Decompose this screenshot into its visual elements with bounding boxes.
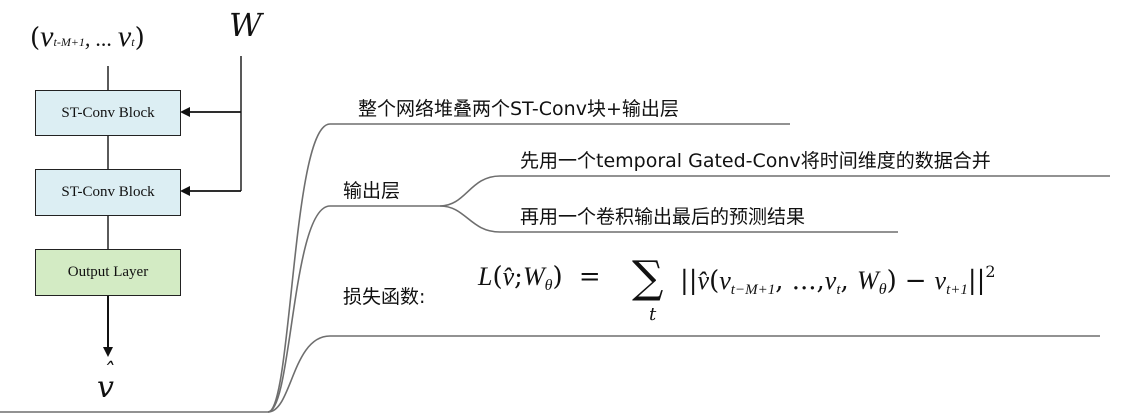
formula-dots: ..., bbox=[791, 266, 825, 296]
mindmap-branch-3-curve bbox=[267, 335, 1100, 413]
formula-sub-c: t+1 bbox=[946, 282, 968, 298]
mindmap-branch-2-label: 输出层 bbox=[343, 180, 401, 202]
formula-sum: ∑ bbox=[632, 252, 664, 303]
input-ellipsis: , ... bbox=[84, 26, 118, 51]
formula-v-c: v bbox=[934, 266, 947, 295]
input-v-first: v bbox=[40, 20, 54, 53]
st-conv-block-1: ST-Conv Block bbox=[35, 90, 181, 136]
formula-exponent: 2 bbox=[985, 262, 996, 281]
input-v-last: v bbox=[117, 20, 132, 53]
formula-paren-close-2: ) bbox=[886, 266, 897, 296]
formula-W-2: W bbox=[857, 266, 879, 295]
formula-paren-open: ( bbox=[492, 262, 503, 292]
input-open-paren: ( bbox=[30, 23, 41, 53]
formula-norm-close: || bbox=[967, 266, 986, 296]
formula-minus: − bbox=[904, 266, 927, 296]
formula-theta-sub-2: θ bbox=[878, 281, 887, 298]
loss-formula-rhs: ||v̂(vt−M+1, ...,vt, Wθ)−vt+1||2 bbox=[680, 262, 996, 299]
input-close-paren: ) bbox=[134, 23, 145, 53]
formula-paren-open-2: ( bbox=[709, 266, 720, 296]
formula-theta-sub: θ bbox=[544, 277, 553, 294]
st-conv-block-2: ST-Conv Block bbox=[35, 169, 181, 216]
output-hat: ˆ bbox=[103, 360, 114, 385]
formula-sub-a: t−M+1 bbox=[730, 282, 776, 298]
loss-formula: L(v̂;Wθ) = bbox=[478, 262, 609, 295]
formula-v-a: v bbox=[719, 266, 731, 295]
mindmap-branch-3-label: 损失函数: bbox=[343, 286, 426, 308]
formula-v-b: v bbox=[824, 266, 837, 295]
output-layer-block: Output Layer bbox=[35, 249, 181, 296]
mindmap-branch-2b-label: 再用一个卷积输出最后的预测结果 bbox=[520, 206, 806, 228]
formula-norm-open: || bbox=[680, 266, 698, 296]
formula-equals: = bbox=[578, 262, 601, 292]
input-label: (vt-M+1, ... vt) bbox=[30, 20, 145, 54]
formula-semicolon: ; bbox=[514, 262, 523, 292]
output-v-hat: v bbox=[97, 370, 114, 405]
input-subscript-first: t-M+1 bbox=[53, 35, 85, 49]
formula-vhat-2: v̂ bbox=[697, 266, 710, 295]
formula-W: W bbox=[522, 262, 545, 291]
mindmap-branch-2a-curve bbox=[439, 175, 1110, 207]
formula-paren-close: ) bbox=[552, 262, 563, 292]
mindmap-branch-2a-label: 先用一个temporal Gated-Conv将时间维度的数据合并 bbox=[520, 150, 991, 172]
mindmap-branch-1-curve bbox=[267, 123, 790, 413]
formula-vhat: v̂ bbox=[502, 262, 515, 291]
formula-comma-b: , bbox=[840, 266, 858, 296]
input-subscript-last: t bbox=[131, 35, 135, 49]
formula-comma-a: , bbox=[775, 266, 792, 296]
mindmap-branch-1-label: 整个网络堆叠两个ST-Conv块+输出层 bbox=[358, 98, 679, 120]
formula-L: L bbox=[478, 262, 493, 291]
weight-label: W bbox=[229, 6, 262, 44]
mindmap-branch-2b-curve bbox=[439, 205, 898, 233]
mindmap-branch-2-curve bbox=[267, 205, 440, 413]
formula-sub-b: t bbox=[836, 282, 841, 298]
formula-sum-index: t bbox=[649, 304, 657, 325]
